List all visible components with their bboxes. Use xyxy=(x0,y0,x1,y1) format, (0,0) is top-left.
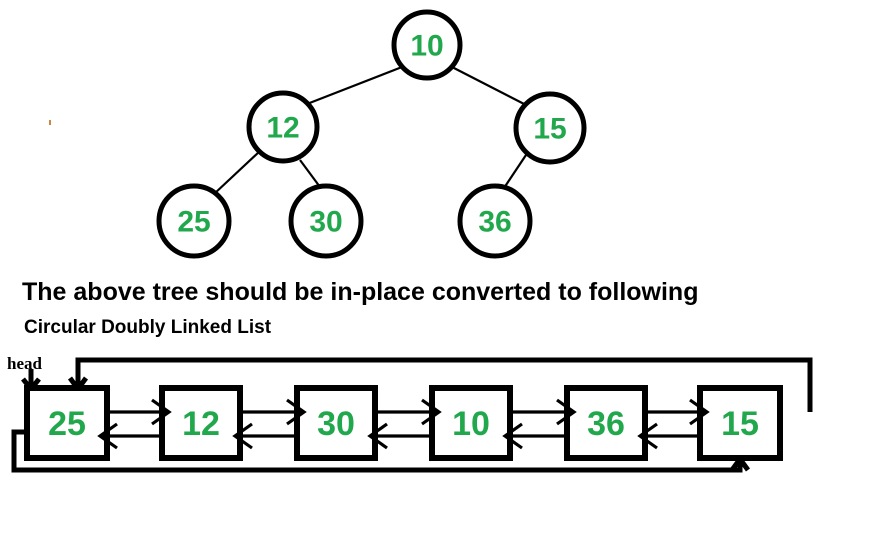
binary-tree-group: 10 12 15 25 30 36 xyxy=(49,9,587,259)
list-node-10: 10 xyxy=(429,385,513,461)
next-arrow-head xyxy=(421,398,442,426)
prev-arrow-head xyxy=(637,422,658,450)
list-node-label: 12 xyxy=(182,405,220,443)
list-node-15: 15 xyxy=(697,385,783,461)
tree-node-36: 36 xyxy=(457,183,533,259)
list-node-box xyxy=(24,385,110,461)
list-node-30: 30 xyxy=(294,385,378,461)
tree-node-circle xyxy=(288,183,364,259)
list-node-box xyxy=(429,385,513,461)
caption-group: The above tree should be in-place conver… xyxy=(22,278,698,338)
next-arrow-head xyxy=(689,398,710,426)
list-node-label: 30 xyxy=(317,405,355,443)
next-arrow-head xyxy=(151,398,172,426)
next-arrow-head xyxy=(556,398,577,426)
next-arrow-head xyxy=(286,398,307,426)
list-node-25: 25 xyxy=(24,385,110,461)
tree-node-label: 25 xyxy=(177,206,210,239)
caption-line-1: The above tree should be in-place conver… xyxy=(22,278,698,306)
link-36-15 xyxy=(637,398,710,450)
link-10-36 xyxy=(502,398,577,450)
tree-node-15: 15 xyxy=(513,91,587,165)
tree-node-25: 25 xyxy=(156,183,232,259)
linked-list-group: head 25 12 xyxy=(7,354,813,473)
tree-node-circle xyxy=(156,183,232,259)
tree-edge-10-15 xyxy=(451,66,529,107)
image-speck xyxy=(49,120,51,125)
list-node-12: 12 xyxy=(159,385,243,461)
prev-arrow-head xyxy=(97,422,118,450)
list-node-label: 36 xyxy=(587,405,625,443)
list-node-label: 10 xyxy=(452,405,490,443)
list-node-36: 36 xyxy=(564,385,648,461)
tree-node-label: 15 xyxy=(533,113,566,146)
tree-node-circle xyxy=(457,183,533,259)
link-12-30 xyxy=(232,398,307,450)
tree-node-10: 10 xyxy=(391,9,463,81)
head-label: head xyxy=(7,354,43,373)
tree-node-30: 30 xyxy=(288,183,364,259)
tree-node-label: 36 xyxy=(478,206,511,239)
tree-edge-12-30 xyxy=(299,159,321,188)
link-30-10 xyxy=(367,398,442,450)
tree-node-circle xyxy=(513,91,587,165)
list-node-box xyxy=(294,385,378,461)
prev-arrow-head xyxy=(232,422,253,450)
tree-node-12: 12 xyxy=(246,90,320,164)
caption-line-2: Circular Doubly Linked List xyxy=(24,317,272,338)
list-node-label: 15 xyxy=(721,405,759,443)
tree-node-label: 30 xyxy=(309,206,342,239)
tree-node-circle xyxy=(391,9,463,81)
link-25-12 xyxy=(97,398,172,450)
list-node-label: 25 xyxy=(48,405,86,443)
tree-edge-15-36 xyxy=(503,151,529,189)
list-node-box xyxy=(564,385,648,461)
prev-arrow-head xyxy=(502,422,523,450)
tree-node-label: 12 xyxy=(266,112,299,145)
tree-edge-10-12 xyxy=(306,65,403,106)
tree-node-label: 10 xyxy=(410,30,443,63)
tree-node-circle xyxy=(246,90,320,164)
list-node-box xyxy=(159,385,243,461)
list-node-box xyxy=(697,385,783,461)
tree-edge-12-25 xyxy=(213,150,261,195)
prev-arrow-head xyxy=(367,422,388,450)
tree-edges xyxy=(213,65,529,195)
